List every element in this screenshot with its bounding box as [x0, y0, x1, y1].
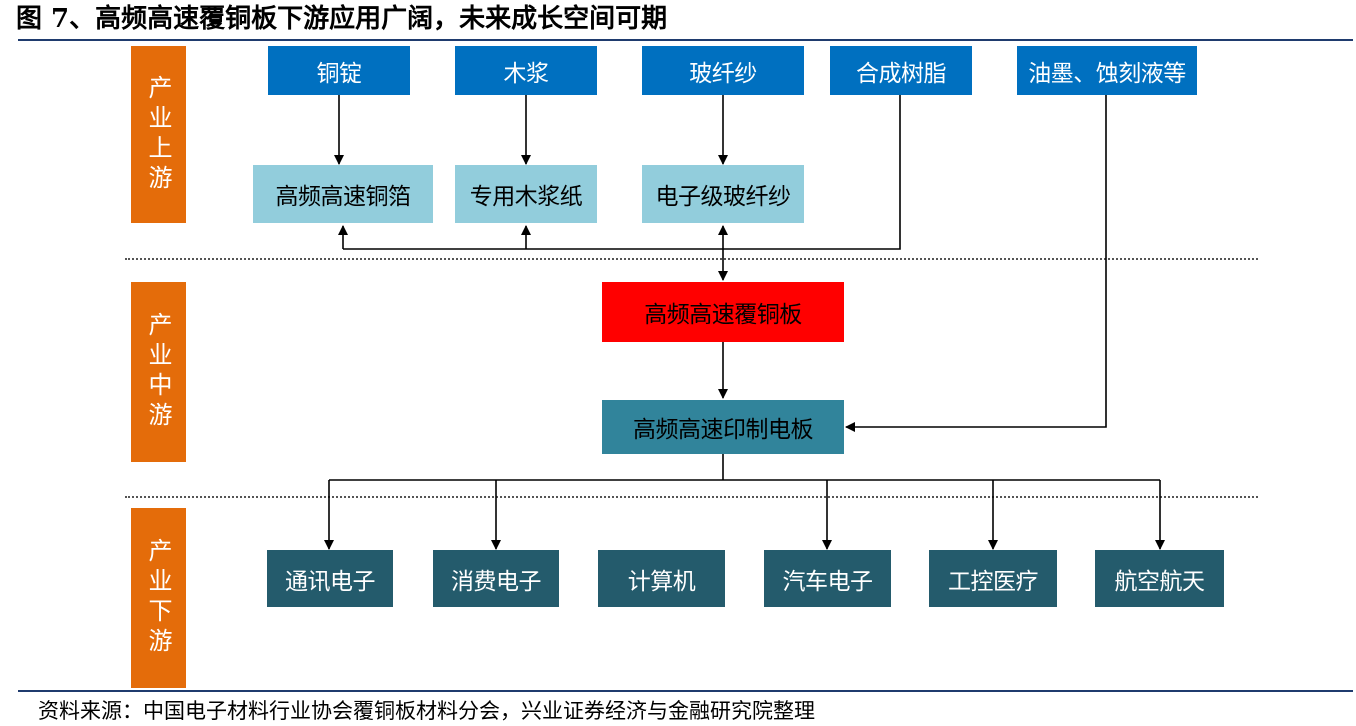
copper-clad-laminate: 高频高速覆铜板	[602, 282, 844, 342]
source-note: 资料来源：中国电子材料行业协会覆铜板材料分会，兴业证券经济与金融研究院整理	[38, 699, 815, 723]
stage-upstream: 产业上游	[131, 46, 186, 223]
raw-glass-yarn: 玻纤纱	[642, 46, 804, 95]
separator-lower	[125, 496, 1258, 498]
stage-downstream-label: 产业下游	[144, 538, 172, 658]
separator-upper	[125, 258, 1258, 260]
stage-downstream: 产业下游	[131, 508, 186, 688]
stage-midstream: 产业中游	[131, 282, 186, 462]
raw-synthetic-resin: 合成树脂	[830, 46, 972, 95]
app-computer: 计算机	[598, 550, 725, 607]
title-rule	[18, 39, 1353, 41]
material-electronic-glass-yarn: 电子级玻纤纱	[642, 165, 804, 223]
stage-upstream-label: 产业上游	[144, 74, 172, 195]
app-communication-electronics: 通讯电子	[267, 550, 393, 607]
app-automotive-electronics: 汽车电子	[764, 550, 891, 607]
raw-wood-pulp: 木浆	[455, 46, 597, 95]
material-copper-foil: 高频高速铜箔	[253, 165, 433, 223]
raw-ink-etchant: 油墨、蚀刻液等	[1017, 46, 1197, 95]
app-aerospace: 航空航天	[1095, 550, 1224, 607]
app-industrial-medical: 工控医疗	[929, 550, 1057, 607]
stage-midstream-label: 产业中游	[144, 312, 172, 432]
source-rule	[18, 690, 1353, 692]
figure-title: 图 7、高频高速覆铜板下游应用广阔，未来成长空间可期	[16, 4, 668, 34]
printed-circuit-board: 高频高速印制电板	[602, 400, 844, 454]
app-consumer-electronics: 消费电子	[433, 550, 559, 607]
material-wood-pulp-paper: 专用木浆纸	[455, 165, 597, 223]
raw-copper-ingot: 铜锭	[268, 46, 410, 95]
